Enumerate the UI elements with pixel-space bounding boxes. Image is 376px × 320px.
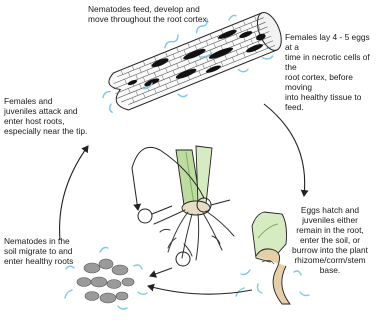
label-lay-eggs: Females lay 4 - 5 eggs at a time in necr…: [285, 32, 376, 112]
label-attack-roots: Females and juveniles attack and enter h…: [4, 96, 94, 136]
arrow-to-root: [60, 146, 88, 240]
arrow-to-soil: [148, 286, 252, 294]
label-soil-migrate: Nematodes in the soil migrate to and ent…: [4, 236, 84, 266]
arrow-root-to-soil: [150, 268, 172, 276]
label-eggs-hatch: Eggs hatch and juveniles either remain i…: [284, 205, 376, 275]
arrow-to-hatch: [264, 104, 305, 196]
label-feed-develop: Nematodes feed, develop and move through…: [88, 4, 238, 24]
host-plant-illustration: [132, 146, 234, 266]
